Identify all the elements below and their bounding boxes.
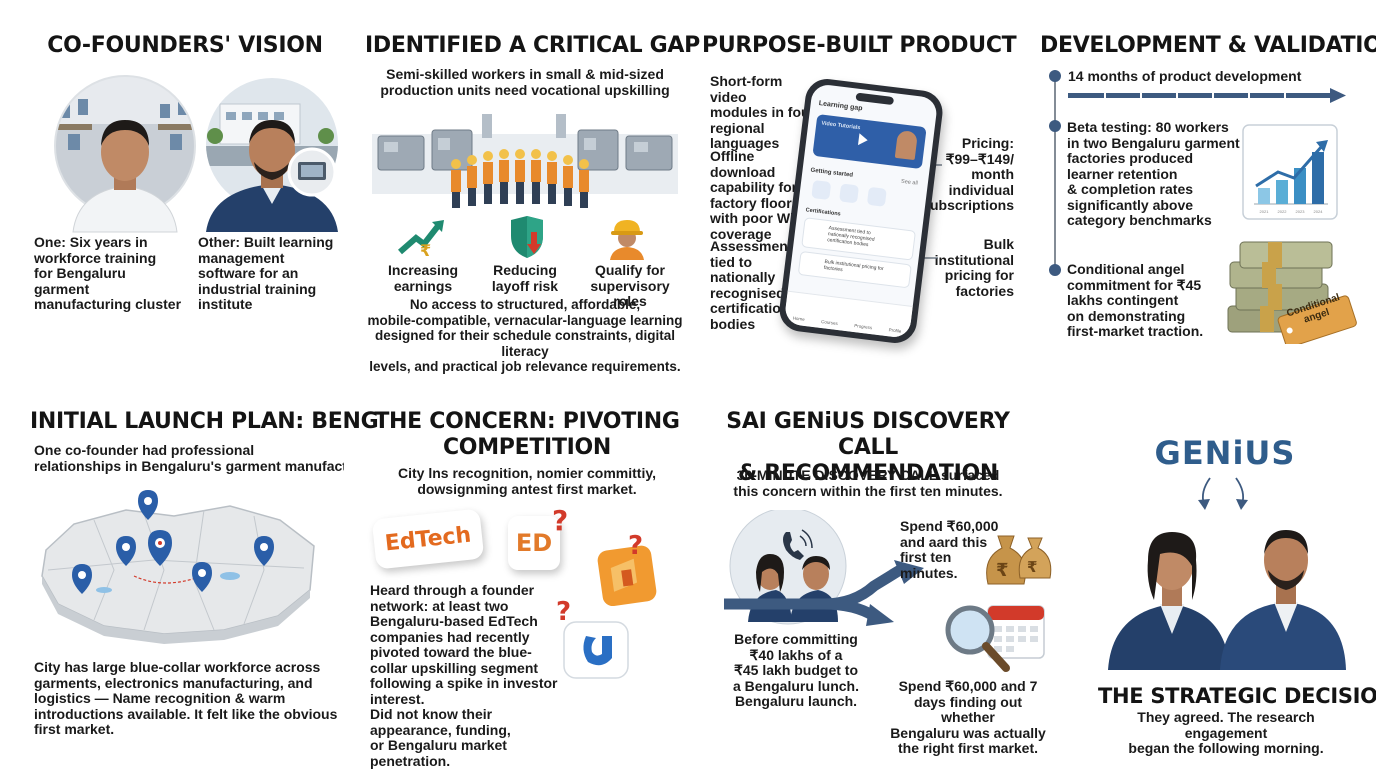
- ed-logo-text: ED: [515, 529, 553, 557]
- vision-left-caption: One: Six years in workforce training for…: [34, 234, 182, 312]
- module-tile[interactable]: [839, 183, 860, 204]
- call-subtitle: 30-MINUTE DISCOVERY CALL surfaced this c…: [733, 467, 1003, 499]
- svg-text:₹: ₹: [420, 241, 431, 258]
- concern-subtitle: City lns recognition, nomier committiy, …: [398, 465, 656, 497]
- concern-title: THE CONCERN: PIVOTING COMPETITION: [374, 409, 680, 460]
- call-title: SAI GENiUS DISCOVERY CALL & RECOMMENDATI…: [726, 409, 1010, 486]
- validation-step-angel: Conditional angel commitment for ₹45 lak…: [1067, 261, 1204, 339]
- cofounders-illustration: [54, 75, 338, 233]
- genius-logo: GENiUS: [1154, 434, 1296, 472]
- decision-title: THE STRATEGIC DECISION: [1098, 684, 1376, 708]
- call-left-text: Before committing ₹40 lakhs of a ₹45 lak…: [732, 631, 859, 709]
- list-item-text: Assessment tied to nationally recognised…: [826, 225, 875, 249]
- question-mark-icon: ?: [552, 504, 568, 537]
- tab-home[interactable]: Home: [792, 315, 805, 322]
- edtech-logo-tile: EdTech: [371, 508, 485, 570]
- map-pin-icon: [116, 536, 136, 566]
- svg-text:₹: ₹: [996, 560, 1009, 581]
- growth-chart-illustration: 2021 2022 2023 2024: [1242, 124, 1338, 220]
- launch-subtitle: One co-founder had professional relation…: [34, 443, 344, 474]
- ed-logo-tile: ED: [508, 516, 560, 570]
- cofounder-two-avatar: [206, 120, 338, 232]
- validation-step-development: 14 months of product development: [1068, 68, 1302, 84]
- cash-bundles-illustration: [1227, 241, 1357, 344]
- video-card[interactable]: Video Tutorials: [812, 113, 927, 170]
- section-label: Getting started: [810, 167, 854, 179]
- hard-hat-worker-icon: [610, 220, 644, 260]
- gap-description: No access to structured, affordable, mob…: [367, 297, 683, 374]
- vision-right-caption: Other: Built learning management softwar…: [198, 234, 334, 312]
- map-pin-icon: [148, 530, 172, 566]
- converging-arrows: [1198, 477, 1248, 510]
- launch-description: City has large blue-collar workforce acr…: [34, 659, 338, 737]
- gap-subtitle: Semi-skilled workers in small & mid-size…: [380, 66, 670, 98]
- play-icon[interactable]: [858, 133, 869, 147]
- search-calendar-icon: [945, 605, 1045, 672]
- shield-down-arrow-icon: [511, 216, 543, 258]
- competitor-tiles-illustration: ? ? ?: [552, 504, 657, 679]
- chart-year-label: 2022: [1278, 209, 1288, 214]
- factory-workers-illustration: [372, 114, 678, 208]
- tab-progress[interactable]: Progress: [853, 323, 873, 331]
- module-tile[interactable]: [866, 186, 887, 207]
- gap-title: IDENTIFIED A CRITICAL GAP: [365, 33, 700, 58]
- decision-description: They agreed. The research engagement beg…: [1128, 709, 1324, 756]
- benefit-layoff-label: Reducing layoff risk: [491, 262, 559, 294]
- chart-year-label: 2024: [1314, 209, 1324, 214]
- svg-text:?: ?: [552, 504, 568, 537]
- feature-offline-download: Offline download capability for factory …: [710, 148, 806, 242]
- question-mark-icon: ?: [556, 597, 571, 627]
- chart-year-label: 2021: [1260, 209, 1270, 214]
- validation-title: DEVELOPMENT & VALIDATION: [1040, 33, 1376, 58]
- map-pin-icon: [192, 562, 212, 592]
- cofounder-one-avatar: [72, 120, 178, 233]
- tab-profile[interactable]: Profile: [888, 327, 902, 334]
- cofounder-female-avatar: [1108, 532, 1230, 670]
- validation-step-beta: Beta testing: 80 workers in two Bengalur…: [1067, 119, 1240, 228]
- bengaluru-map-illustration: [41, 490, 315, 644]
- product-title: PURPOSE-BUILT PRODUCT: [702, 33, 1017, 58]
- branching-arrows: [724, 560, 924, 626]
- map-pin-icon: [138, 490, 158, 520]
- launch-title: INITIAL LAUNCH PLAN: BENG: [30, 409, 379, 434]
- chart-year-label: 2023: [1296, 209, 1306, 214]
- benefit-earnings-label: Increasing earnings: [387, 262, 459, 294]
- vision-title: CO-FOUNDERS' VISION: [47, 33, 323, 58]
- concern-description: Heard through a founder network: at leas…: [370, 582, 558, 769]
- list-item-text: Bulk institutional pricing for factories: [823, 258, 884, 274]
- map-pin-icon: [72, 564, 92, 594]
- svg-text:?: ?: [556, 597, 571, 627]
- see-all-link[interactable]: See all: [900, 178, 919, 187]
- map-pin-icon: [254, 536, 274, 566]
- money-bags-icon: ₹ ₹: [986, 535, 1052, 585]
- edtech-logo-text: EdTech: [383, 522, 473, 556]
- svg-text:₹: ₹: [1027, 558, 1037, 576]
- module-tile[interactable]: [811, 179, 832, 201]
- rupee-up-arrow-icon: ₹: [398, 220, 444, 258]
- benefit-supervisory-label: Qualify for supervisory roles: [590, 262, 670, 309]
- validation-timeline: [1049, 70, 1346, 276]
- app-header: Learning gap: [818, 100, 863, 113]
- feature-video-modules: Short-form video modules in four regiona…: [710, 73, 815, 151]
- cofounder-male-avatar: [1220, 530, 1346, 670]
- call-option-top: Spend ₹60,000 and aard this first ten mi…: [900, 518, 999, 581]
- sub-label: Certifications: [805, 207, 841, 218]
- tab-courses[interactable]: Courses: [820, 318, 839, 326]
- feature-bulk-pricing: Bulk institutional pricing for factories: [934, 236, 1014, 299]
- phone-call-icon: [783, 529, 813, 560]
- feature-assessments: Assessments tied to nationally recognise…: [710, 238, 801, 332]
- question-mark-icon: ?: [628, 531, 643, 561]
- founders-agree-illustration: [1108, 530, 1346, 670]
- svg-text:?: ?: [628, 531, 643, 561]
- feature-pricing: Pricing: ₹99–₹149/ month individual subs…: [922, 135, 1014, 213]
- call-option-bottom: Spend ₹60,000 and 7 days finding out whe…: [890, 678, 1046, 756]
- video-card-title: Video Tutorials: [821, 120, 861, 132]
